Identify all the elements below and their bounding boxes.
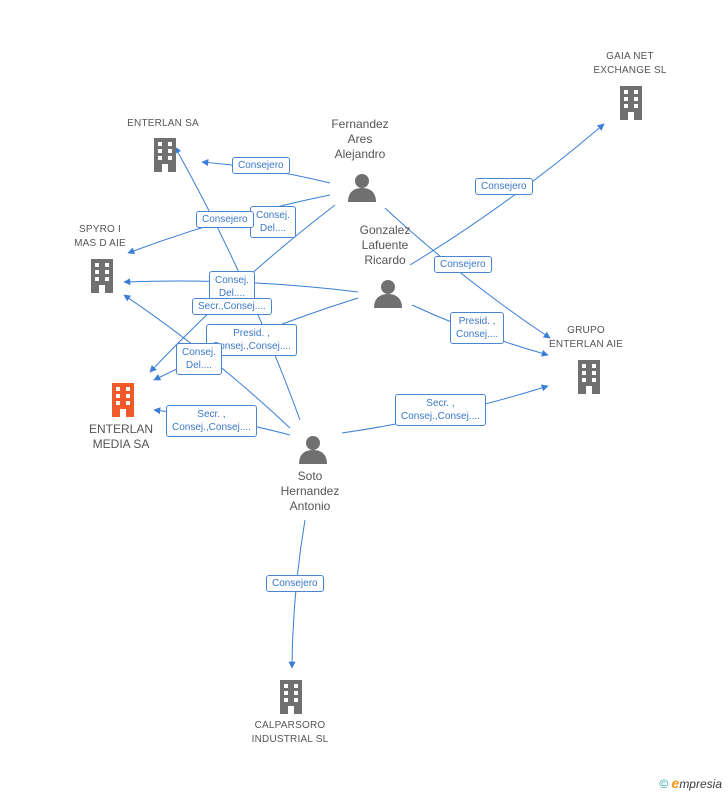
building-icon[interactable] — [275, 680, 307, 714]
edge-label-line: Consej.... — [456, 329, 499, 340]
edge-label-line: Consej. — [256, 210, 290, 221]
label-line: Lafuente — [361, 238, 409, 252]
edge-label-line: Consej. — [182, 347, 216, 358]
edge-label-line: Del.... — [218, 288, 246, 299]
edge-label[interactable]: Consejero — [434, 256, 492, 273]
edge-label-line: Consejero — [481, 181, 527, 192]
edge-label-line: Consejero — [440, 259, 486, 270]
label-line: Hernandez — [280, 484, 340, 498]
empresia-logo-text: mpresia — [679, 777, 722, 791]
label-line: INDUSTRIAL SL — [251, 734, 329, 745]
node-label-spyro: SPYRO I MAS D AIE — [50, 223, 150, 251]
label-line: Soto — [297, 469, 323, 483]
copyright-symbol: © — [659, 777, 669, 791]
label-line: Antonio — [289, 499, 331, 513]
edge-label-line: Consej.,Consej.... — [401, 411, 480, 422]
label-line: MEDIA SA — [92, 437, 150, 451]
label-line: Ricardo — [364, 253, 406, 267]
person-icon[interactable] — [373, 278, 403, 308]
empresia-logo-e: e — [671, 775, 680, 791]
label-line: SPYRO I — [79, 224, 121, 235]
label-line: GRUPO — [567, 325, 605, 336]
edge-label-line: Consej.,Consej.... — [212, 341, 291, 352]
connector-edge — [409, 123, 605, 266]
edge-label[interactable]: Consejero — [266, 575, 324, 592]
building-icon-highlighted[interactable] — [107, 383, 139, 417]
edge-label[interactable]: Secr.,Consej.... — [192, 298, 272, 315]
label-line: Fernandez — [331, 117, 389, 131]
building-icon[interactable] — [573, 360, 605, 394]
edge-label[interactable]: Secr. , Consej.,Consej.... — [395, 394, 486, 426]
edge-label-line: Secr. , — [426, 398, 455, 409]
node-label-soto: Soto Hernandez Antonio — [260, 469, 360, 514]
edge-label-line: Consejero — [238, 160, 284, 171]
edge-label-line: Consej. — [215, 275, 249, 286]
node-label-fernandez: Fernandez Ares Alejandro — [310, 117, 410, 162]
connector-edge — [384, 207, 551, 339]
label-line: Gonzalez — [359, 223, 411, 237]
edge-label[interactable]: Consejero — [232, 157, 290, 174]
label-line: EXCHANGE SL — [593, 65, 667, 76]
edge-label-line: Secr.,Consej.... — [198, 301, 266, 312]
label-line: MAS D AIE — [74, 238, 126, 249]
building-icon[interactable] — [615, 86, 647, 120]
edge-label[interactable]: Consej. Del.... — [250, 206, 296, 238]
node-label-calparsoro: CALPARSORO INDUSTRIAL SL — [240, 719, 340, 747]
edge-label-line: Del.... — [185, 360, 213, 371]
connector-edge — [288, 519, 306, 669]
person-icon[interactable] — [347, 172, 377, 202]
edge-label[interactable]: Consej. Del.... — [176, 343, 222, 375]
node-label-enterlan-media: ENTERLAN MEDIA SA — [71, 422, 171, 452]
edge-label-line: Consejero — [202, 214, 248, 225]
node-label-gonzalez: Gonzalez Lafuente Ricardo — [335, 223, 435, 268]
person-icon[interactable] — [298, 434, 328, 464]
edge-label[interactable]: Presid. , Consej.... — [450, 312, 505, 344]
edge-label[interactable]: Consejero — [475, 178, 533, 195]
label-line: ENTERLAN AIE — [548, 339, 624, 350]
node-label-gaia: GAIA NET EXCHANGE SL — [580, 50, 680, 78]
edges-layer — [123, 123, 605, 669]
edge-label-line: Del.... — [259, 223, 287, 234]
edge-label[interactable]: Consej. Del.... — [209, 271, 255, 303]
label-line: GAIA NET — [606, 51, 654, 62]
label-line: ENTERLAN SA — [127, 118, 199, 129]
label-line: Ares — [347, 132, 373, 146]
label-line: ENTERLAN — [88, 422, 153, 436]
edge-label-line: Presid. , — [458, 316, 496, 327]
building-icon[interactable] — [86, 259, 118, 293]
node-label-enterlan-sa: ENTERLAN SA — [113, 117, 213, 131]
edge-label-line: Consejero — [272, 578, 318, 589]
node-label-grupo-enterlan: GRUPO ENTERLAN AIE — [536, 324, 636, 352]
empresia-credit[interactable]: © empresia — [659, 775, 722, 791]
edge-label[interactable]: Secr. , Consej.,Consej.... — [166, 405, 257, 437]
edge-label-line: Secr. , — [197, 409, 226, 420]
edge-label-line: Consej.,Consej.... — [172, 422, 251, 433]
label-line: CALPARSORO — [254, 720, 326, 731]
edge-label[interactable]: Consejero — [196, 211, 254, 228]
edge-label-line: Presid. , — [233, 328, 270, 339]
building-icon[interactable] — [149, 138, 181, 172]
label-line: Alejandro — [334, 147, 386, 161]
